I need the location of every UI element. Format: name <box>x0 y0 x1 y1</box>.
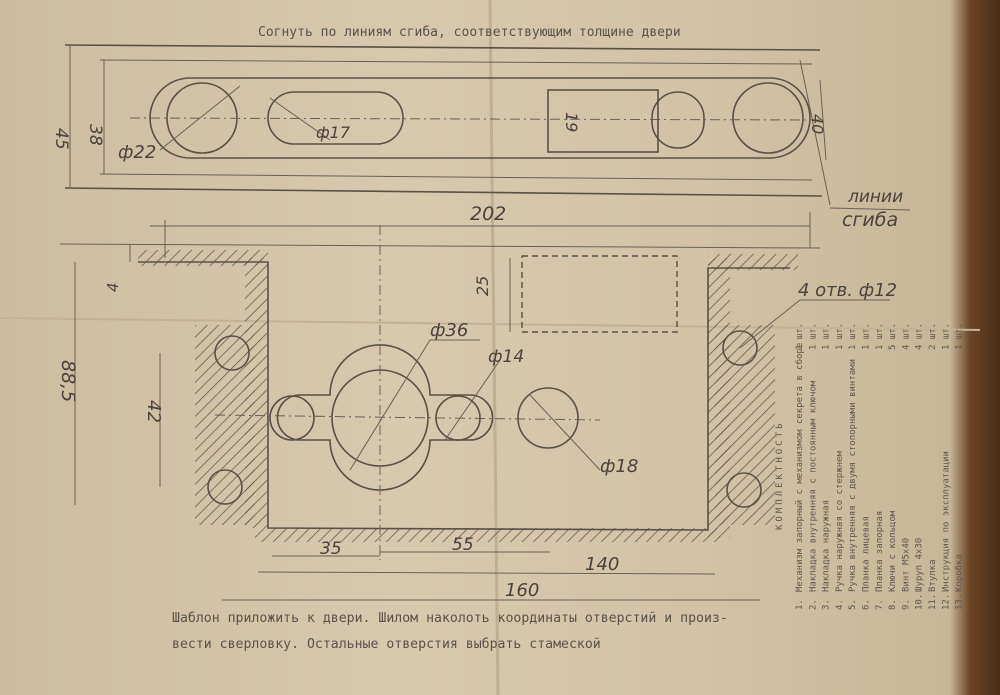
dim-d18: ф18 <box>600 456 638 477</box>
parts-item-qty: 1 шт. <box>848 323 858 350</box>
dim-d36: ф36 <box>430 320 468 341</box>
dim-45: 45 <box>51 128 71 150</box>
parts-item-qty: 1 шт. <box>795 323 805 350</box>
parts-item-number: 7. <box>875 599 885 610</box>
drawing-title: Согнуть по линиям сгиба, соответствующим… <box>258 25 681 40</box>
parts-item-number: 9. <box>901 599 911 610</box>
dim-35: 35 <box>320 539 342 559</box>
parts-item-number: 13. <box>955 594 965 610</box>
dim-25: 25 <box>473 276 492 296</box>
mounting-hole <box>207 469 243 505</box>
dim-42: 42 <box>143 400 164 423</box>
parts-item-qty: 2 шт. <box>928 323 938 350</box>
parts-item-name: Механизм запорный с механизмом секрета в… <box>794 343 805 592</box>
dim-40: 40 <box>808 114 827 134</box>
parts-item-number: 5. <box>848 599 858 610</box>
dim-160: 160 <box>505 580 539 601</box>
parts-item-name: Втулка <box>928 559 938 592</box>
paper-fold <box>0 317 981 331</box>
parts-item-qty: 1 шт. <box>835 323 845 350</box>
parts-item-name: Ручка внутренняя с двумя стопорными винт… <box>848 359 858 592</box>
parts-list-heading: КОМПЛЕКТНОСТЬ <box>775 421 785 530</box>
dim-d22: ф22 <box>118 142 156 163</box>
parts-item-name: Инструкция по эксплуатации <box>941 451 951 592</box>
parts-item-number: 12. <box>941 594 951 610</box>
parts-item-qty: 4 шт. <box>901 323 911 350</box>
instruction-line-1: Шаблон приложить к двери. Шилом наколоть… <box>172 611 728 626</box>
dim-d17: ф17 <box>316 123 351 142</box>
parts-item-qty: 5 шт. <box>888 323 898 350</box>
parts-item-number: 11. <box>928 594 938 610</box>
dim-19: 19 <box>562 112 581 132</box>
dim-55: 55 <box>452 535 474 555</box>
dim-4: 4 <box>104 282 122 292</box>
parts-item-qty: 1 шт. <box>808 323 818 350</box>
dim-88-5: 88,5 <box>57 360 79 402</box>
fold-lines-label: сгиба <box>842 209 898 231</box>
paper-fold <box>488 0 500 695</box>
parts-item-name: Винт М5х40 <box>901 538 911 592</box>
door-cutout-template: 202 25 4 ф36 ф14 ф18 4 отв. ф12 <box>57 203 897 601</box>
mounting-hole <box>722 330 758 366</box>
parts-item-number: 3. <box>822 599 832 610</box>
parts-item-qty: 1 шт. <box>862 323 872 350</box>
instruction-line-2: вести сверловку. Остальные отверстия выб… <box>172 637 601 652</box>
dim-4-holes-d12: 4 отв. ф12 <box>798 280 897 301</box>
parts-item-number: 10. <box>915 594 925 610</box>
top-strip-view: 45 38 ф22 ф17 19 40 <box>51 44 831 206</box>
parts-item-name: Накладка наружная <box>822 500 832 592</box>
parts-item-number: 2. <box>808 599 818 610</box>
mounting-hole <box>214 335 250 371</box>
fold-lines-label: линии <box>847 187 903 207</box>
parts-item-name: Ключи с кольцом <box>888 510 898 592</box>
parts-item-number: 1. <box>795 599 805 610</box>
dim-140: 140 <box>585 554 619 575</box>
parts-item-number: 8. <box>888 599 898 610</box>
parts-item-number: 4. <box>835 599 845 610</box>
dim-d14: ф14 <box>488 347 524 367</box>
parts-item-name: Коробка <box>954 554 965 592</box>
parts-item-name: Накладка внутренняя с постоянным ключом <box>808 380 818 592</box>
parts-item-name: Планка запорная <box>875 511 885 592</box>
dim-202: 202 <box>470 203 506 225</box>
parts-item-number: 6. <box>862 599 872 610</box>
parts-list: КОМПЛЕКТНОСТЬ 1. Механизм запорный с механ… <box>775 323 965 610</box>
parts-item-qty: 1 шт. <box>941 323 951 350</box>
parts-item-name: Планка лицевая <box>862 516 872 592</box>
parts-item-qty: 1 шт. <box>955 323 965 350</box>
parts-item-qty: 4 шт. <box>915 323 925 350</box>
parts-item-qty: 1 шт. <box>822 323 832 350</box>
mounting-hole <box>726 472 762 508</box>
parts-item-name: Шуруп 4х30 <box>915 538 925 592</box>
parts-item-qty: 1 шт. <box>875 323 885 350</box>
parts-item-name: Ручка наружная со стержнем <box>835 451 845 592</box>
dim-38: 38 <box>85 124 105 146</box>
